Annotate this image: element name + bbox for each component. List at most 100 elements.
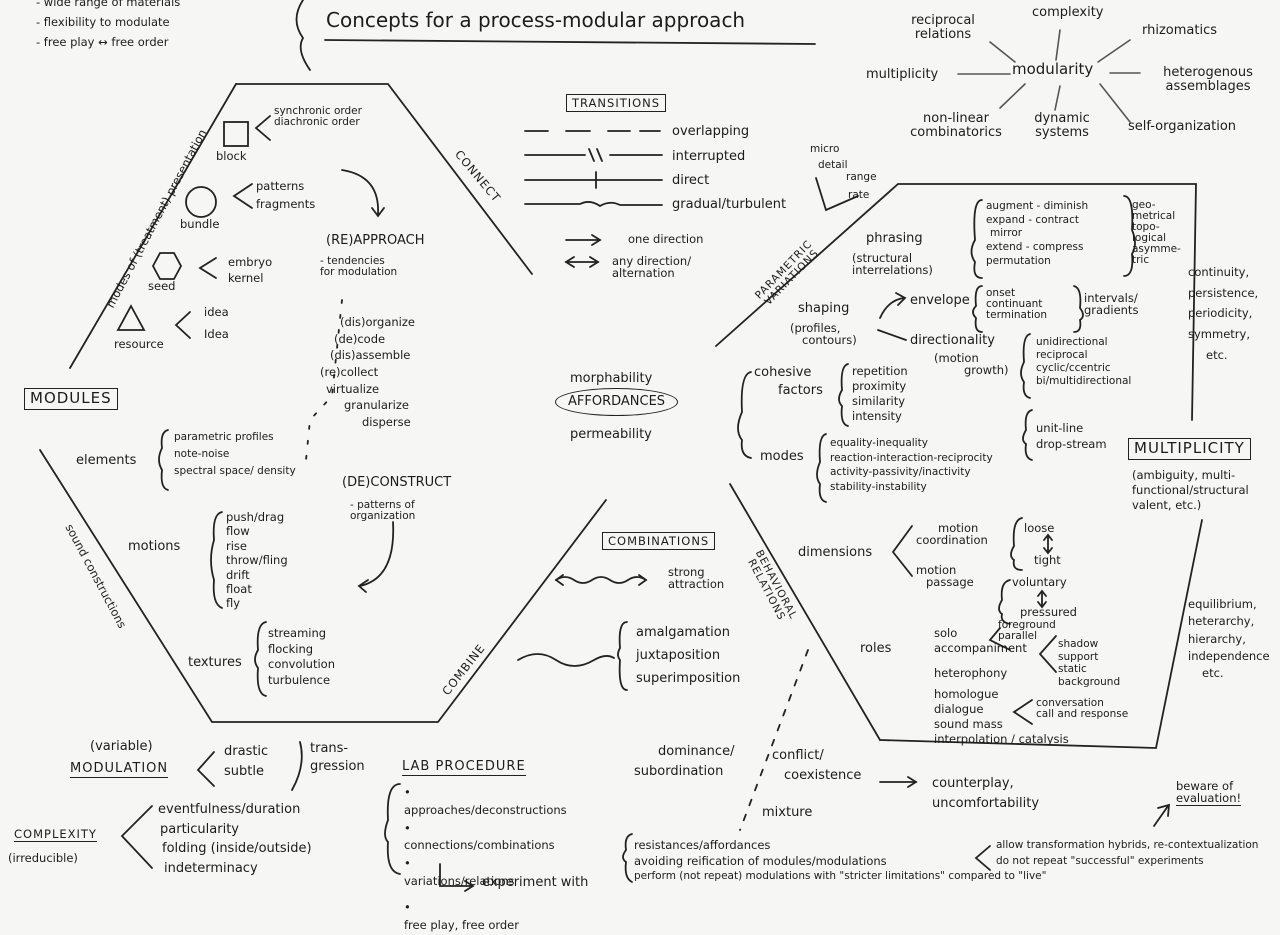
list-item: throw/fling (226, 553, 288, 568)
conversation-items: conversation call and response (1036, 697, 1128, 720)
list-item: gression (310, 759, 365, 775)
transition-item: direct (672, 173, 710, 188)
multiplicity-title: MULTIPLICITY (1128, 438, 1251, 460)
reapproach-title: (RE)APPROACH (326, 233, 425, 248)
list-item: proximity (852, 378, 907, 393)
list-item: drastic (224, 744, 269, 759)
list-item: termination (986, 309, 1048, 322)
list-item: continuity, (1188, 265, 1250, 279)
motions-label: motions (128, 539, 181, 554)
list-item: (re)collect (320, 365, 379, 380)
list-item: cyclic/ccentric (1036, 362, 1111, 375)
list-item: coexistence (784, 767, 862, 783)
list-item: gradients (1084, 303, 1139, 318)
support-items: shadow support static background (1058, 638, 1120, 688)
list-item: continuant (986, 298, 1043, 311)
list-item: shadow (1058, 638, 1099, 650)
list-item: contours) (802, 333, 857, 348)
list-item: reaction-interaction-reciprocity (830, 451, 993, 464)
mixture-label: mixture (762, 805, 813, 820)
list-item: • free play, free order (404, 899, 567, 935)
list-item: trans- (310, 741, 349, 756)
list-item: motion (938, 521, 979, 535)
list-item: extend - compress (986, 240, 1084, 253)
list-item: symmetry, (1188, 327, 1250, 342)
coordination-label: motion coordination (916, 522, 988, 546)
list-item: fly (226, 596, 241, 611)
list-item: (dis)assemble (330, 348, 411, 363)
list-item: (de)code (334, 331, 386, 346)
list-item: unidirectional (1036, 336, 1108, 348)
list-item: dominance/ (658, 744, 735, 759)
modulation-variable: (variable) (90, 739, 153, 754)
form-bundle-notes: patterns fragments (256, 180, 315, 210)
list-item: metrical (1132, 210, 1176, 223)
phrasing-sub: (structural interrelations) (852, 251, 933, 278)
passage-label: motion passage (916, 564, 974, 588)
transition-side: range (846, 171, 877, 183)
textures-label: textures (188, 655, 242, 670)
list-item: subordination (634, 763, 724, 779)
list-item: sound mass (934, 716, 1003, 731)
header-note: - flexibility to modulate (36, 15, 170, 30)
list-item: functional/structural (1132, 482, 1249, 497)
form-resource: resource (114, 337, 164, 351)
modularity-center: modularity (1012, 60, 1094, 78)
modules-label: MODULES (24, 388, 118, 410)
intervals: intervals/ gradients (1084, 292, 1138, 316)
list-item: (dis)organize (340, 315, 415, 329)
list-item: • approaches/deconstructions (404, 784, 567, 820)
list-item: avoiding reification of modules/modulati… (634, 853, 887, 868)
list-item: evaluation! (1176, 791, 1242, 807)
envelope-items: onset continuant termination (986, 287, 1048, 322)
list-item: factors (778, 382, 823, 398)
form-resource-notes: idea Idea (204, 306, 229, 340)
list-item: motion (916, 563, 957, 577)
list-item: similarity (852, 393, 906, 408)
direction-item: any direction/ alternation (612, 254, 692, 281)
list-item: indeterminacy (164, 860, 258, 876)
diagram-lines (39, 0, 1203, 892)
form-note: kernel (228, 271, 264, 286)
list-item: push/drag (226, 510, 285, 524)
left-hexagon (235, 83, 533, 275)
list-item: (ambiguity, multi- (1132, 468, 1236, 482)
list-item: streaming (268, 626, 327, 640)
lab-item-text: free play, free order (404, 917, 519, 932)
list-item: valent, etc.) (1132, 497, 1202, 512)
list-item: juxtaposition (636, 647, 721, 663)
form-note: patterns (256, 179, 305, 193)
transgression: trans- gression (310, 740, 365, 776)
direction-item: one direction (628, 232, 704, 246)
textures-list: streaming flocking convolution turbulenc… (268, 626, 335, 688)
form-bundle: bundle (180, 217, 220, 231)
list-item: flocking (268, 641, 314, 656)
coord-loose: loose (1024, 521, 1055, 535)
list-item: conflict/ (772, 748, 824, 763)
list-item: note-noise (174, 448, 230, 461)
complexity-items: eventfulness/duration particularity fold… (158, 800, 312, 878)
dimensions-label: dimensions (798, 545, 873, 560)
deconstruct-sub: - patterns of organization (350, 499, 416, 523)
form-note: synchronic order (274, 105, 362, 117)
cohesive-label: cohesive factors (754, 366, 823, 397)
lab-item-text: approaches/deconstructions (404, 802, 567, 817)
phrasing-pairs: augment - diminish expand - contract mir… (986, 200, 1088, 268)
list-item: onset (986, 287, 1016, 299)
list-item: heterarchy, (1188, 614, 1255, 629)
form-block: block (216, 149, 247, 163)
list-item: superimposition (636, 670, 741, 686)
role-items: solo accompaniment heterophony homologue… (934, 626, 1069, 747)
modularity-satellite: reciprocal relations (911, 13, 975, 42)
form-seed: seed (148, 279, 176, 293)
transition-side: micro (810, 143, 840, 155)
list-item: flow (226, 524, 250, 539)
list-item: periodicity, (1188, 306, 1253, 321)
modulation-label: MODULATION (70, 761, 169, 778)
parametric-notes: continuity, persistence, periodicity, sy… (1188, 262, 1258, 365)
list-item: spectral space/ density (174, 465, 296, 478)
list-item: counterplay, (932, 776, 1014, 791)
unit-items: unit-line drop-stream (1036, 420, 1107, 452)
lab-items: • approaches/deconstructions • connectio… (404, 784, 567, 935)
form-block-notes: synchronic order diachronic order (274, 105, 362, 128)
